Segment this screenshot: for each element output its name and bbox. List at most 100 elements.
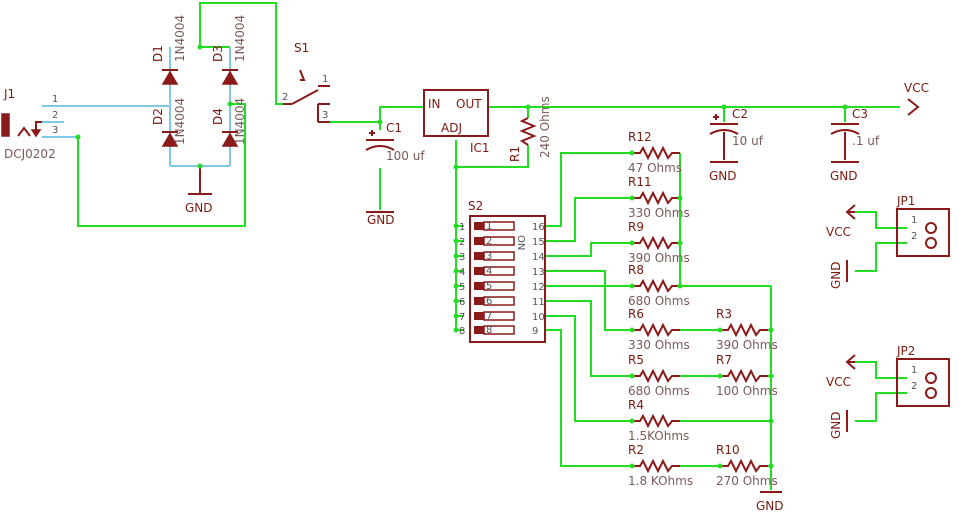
junction-dot [197, 163, 203, 169]
junction-dot [677, 283, 683, 289]
junction-dot [629, 327, 635, 333]
d4-value: 1N4004 [233, 98, 247, 145]
s1-pin-1: 1 [322, 74, 328, 85]
j1-pin-2: 2 [52, 110, 58, 121]
junction-dot [453, 268, 459, 274]
r7-name: R7 [716, 353, 732, 367]
jp2-gnd-label: GND [829, 411, 843, 439]
ic1-name: IC1 [470, 141, 490, 155]
s2-left-pin: 1 [459, 222, 465, 233]
r4-zigzag-icon [632, 413, 680, 429]
r7-zigzag-icon [720, 368, 768, 384]
s2-switch-4-icon [474, 267, 484, 275]
r12-name: R12 [628, 130, 652, 144]
s2-switch-number: 1 [486, 221, 492, 232]
junction-dot [629, 195, 635, 201]
resistor-r7: R7 100 Ohms [716, 353, 778, 398]
r5-name: R5 [628, 353, 644, 367]
jumper-jp1: JP1 1 2 VCC GND [826, 194, 950, 289]
r7-value: 100 Ohms [716, 384, 778, 398]
junctions [75, 44, 848, 469]
bottom-gnd: GND [756, 491, 784, 513]
s1-pin-3: 3 [322, 110, 328, 121]
c3-gnd-label: GND [830, 169, 858, 183]
r10-zigzag-icon [720, 458, 768, 474]
junction-dot [677, 195, 683, 201]
bottom-gnd-label: GND [756, 499, 784, 513]
r3-zigzag-icon [720, 322, 768, 338]
c3-name: C3 [852, 107, 868, 121]
s2-switch-3-icon [474, 252, 484, 260]
s2-on-label: ON [515, 235, 526, 250]
r4-value: 1.5KOhms [628, 429, 689, 443]
c3-value: .1 uf [852, 134, 880, 148]
s2-left-pin: 5 [459, 282, 465, 293]
junction-dot [377, 119, 383, 125]
junction-dot [721, 104, 727, 110]
jp2-vcc-label: VCC [826, 375, 851, 389]
s2-switch-slot-3 [483, 251, 515, 261]
s2-left-pin: 8 [459, 326, 465, 337]
ic1-adj-pin: ADJ [441, 121, 462, 135]
s2-switch-number: 6 [486, 296, 492, 307]
junction-dot [717, 373, 723, 379]
s2-right-pin: 11 [532, 297, 545, 308]
s2-switch-slot-7 [483, 311, 515, 321]
junction-dot [453, 223, 459, 229]
r2-name: R2 [628, 443, 644, 457]
junction-dot [768, 463, 774, 469]
junction-dot [453, 283, 459, 289]
s2-left-pin: 7 [459, 312, 465, 323]
s2-left-pin: 4 [459, 267, 465, 278]
ic1-out-pin: OUT [456, 97, 482, 111]
s2-switch-2-icon [474, 237, 484, 245]
d4-name: D4 [211, 108, 225, 125]
r2-zigzag-icon [632, 458, 680, 474]
c2-value: 10 uf [732, 134, 764, 148]
r9-zigzag-icon [632, 235, 680, 251]
junction-dot [453, 327, 459, 333]
s2-switch-5-icon [474, 282, 484, 290]
jp1-gnd-label: GND [829, 261, 843, 289]
resistor-r5: R5 680 Ohms [628, 353, 690, 398]
jp1-pin-2: 2 [911, 231, 917, 242]
junction-dot [717, 327, 723, 333]
r5-value: 680 Ohms [628, 384, 690, 398]
r2-value: 1.8 KOhms [628, 474, 693, 488]
s2-switch-slot-8 [483, 325, 515, 335]
resistor-r6: R6 330 Ohms [628, 307, 690, 352]
r6-zigzag-icon [632, 322, 680, 338]
diode-d1: D1 1N4004 [151, 15, 187, 85]
d3-name: D3 [211, 45, 225, 62]
r12-zigzag-icon [632, 145, 680, 161]
diode-d2: D2 1N4004 [151, 98, 187, 147]
junction-dot [75, 134, 81, 140]
junction-dot [227, 101, 233, 107]
jp2-pin-2: 2 [911, 381, 917, 392]
r11-value: 330 Ohms [628, 206, 690, 220]
s2-name: S2 [468, 199, 483, 213]
s2-right-pin: 16 [532, 222, 545, 233]
r3-name: R3 [716, 307, 732, 321]
r6-value: 330 Ohms [628, 338, 690, 352]
pin-lines [42, 47, 231, 167]
junction-dot [629, 150, 635, 156]
r8-zigzag-icon [632, 278, 680, 294]
junction-dot [453, 313, 459, 319]
r12-value: 47 Ohms [628, 161, 682, 175]
r10-value: 270 Ohms [716, 474, 778, 488]
s2-switch-number: 2 [486, 236, 492, 247]
r6-name: R6 [628, 307, 644, 321]
diode-d3: D3 1N4004 [211, 15, 247, 85]
junction-dot [629, 463, 635, 469]
s2-switch-8-icon [474, 326, 484, 334]
s2-switch-slot-6 [483, 296, 515, 306]
junction-dot [768, 373, 774, 379]
